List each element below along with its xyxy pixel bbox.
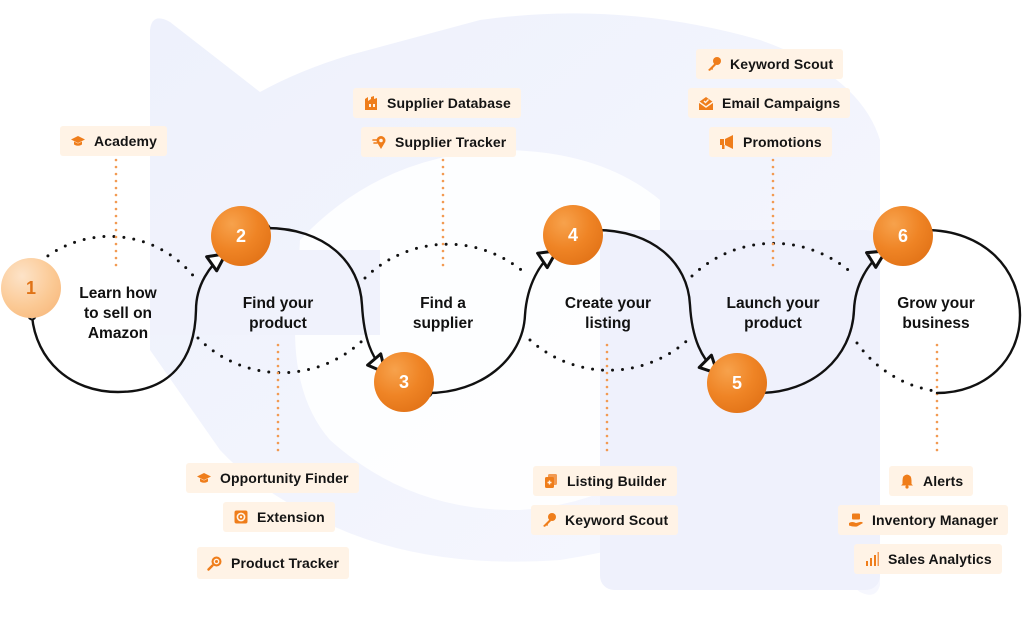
tool-label: Promotions — [743, 134, 822, 150]
tool-alerts[interactable]: Alerts — [889, 466, 974, 496]
tool-product-tracker[interactable]: Product Tracker — [197, 547, 350, 579]
step-6-number[interactable]: 6 — [873, 206, 933, 266]
title-line: Learn how — [79, 285, 157, 302]
tool-label: Keyword Scout — [565, 512, 669, 528]
bar-chart-icon — [864, 551, 880, 567]
key-icon — [706, 56, 722, 72]
tool-label: Inventory Manager — [872, 512, 999, 528]
title-line: Create your — [564, 295, 652, 312]
tool-label: Alerts — [923, 473, 964, 489]
step-number-text: 4 — [567, 224, 578, 245]
title-line: Find your — [242, 295, 314, 312]
step-3-number[interactable]: 3 — [374, 352, 434, 412]
title-line: Amazon — [87, 325, 149, 342]
step-6-title: Grow your business — [861, 294, 1011, 334]
tool-label: Supplier Tracker — [395, 134, 507, 150]
key-icon — [541, 512, 557, 528]
tool-label: Listing Builder — [567, 473, 667, 489]
factory-icon — [363, 95, 379, 111]
tool-label: Product Tracker — [231, 555, 340, 571]
envelope-icon — [698, 95, 714, 111]
title-line: product — [744, 315, 802, 332]
tool-keyword-scout-top[interactable]: Keyword Scout — [696, 49, 844, 79]
tool-supplier-database[interactable]: Supplier Database — [353, 88, 521, 118]
title-line: supplier — [412, 315, 474, 332]
step-1-number[interactable]: 1 — [1, 258, 61, 318]
step-number-text: 2 — [235, 225, 246, 246]
flow-path-3-4 — [426, 249, 559, 395]
tool-email-campaigns[interactable]: Email Campaigns — [688, 88, 851, 118]
step-4-title: Create your listing — [533, 294, 683, 334]
step-5-number[interactable]: 5 — [707, 353, 767, 413]
extension-icon — [233, 509, 249, 525]
title-line: product — [249, 315, 307, 332]
tool-inventory-manager[interactable]: Inventory Manager — [838, 505, 1009, 535]
step-1-title: Learn how to sell on Amazon — [43, 284, 193, 344]
tool-label: Sales Analytics — [888, 551, 992, 567]
tool-label: Supplier Database — [387, 95, 511, 111]
step-4-number[interactable]: 4 — [543, 205, 603, 265]
dotted-arc-1-top — [38, 234, 197, 280]
tool-keyword-scout-bottom[interactable]: Keyword Scout — [531, 505, 679, 535]
step-number-text: 1 — [25, 277, 36, 298]
tool-label: Email Campaigns — [722, 95, 841, 111]
step-2-title: Find your product — [203, 294, 353, 334]
tool-label: Keyword Scout — [730, 56, 834, 72]
tool-promotions[interactable]: Promotions — [709, 127, 832, 157]
megaphone-icon — [719, 134, 735, 150]
tool-label: Academy — [94, 133, 157, 149]
dotted-arc-2-bottom — [196, 333, 370, 375]
dotted-arc-4-bottom — [528, 334, 694, 372]
flow-path-2-3 — [264, 226, 387, 375]
title-line: Launch your — [726, 295, 820, 312]
step-number-text: 6 — [897, 225, 908, 246]
flow-path-5-6 — [757, 249, 888, 395]
step-2-number[interactable]: 2 — [211, 206, 271, 266]
title-line: Grow your — [897, 295, 975, 312]
tool-opportunity-finder[interactable]: Opportunity Finder — [186, 463, 359, 493]
location-tracker-icon — [371, 134, 387, 150]
box-hand-icon — [848, 512, 864, 528]
bell-icon — [899, 473, 915, 489]
step-number-text: 5 — [731, 372, 742, 393]
flow-path-6-loop — [923, 228, 1022, 395]
flow-path-4-5 — [594, 228, 720, 376]
title-line: Find a — [420, 295, 466, 312]
dotted-arc-5-top — [690, 241, 857, 278]
tool-label: Extension — [257, 509, 325, 525]
tool-academy[interactable]: Academy — [60, 126, 167, 156]
document-plus-icon — [543, 473, 559, 489]
title-line: business — [902, 315, 970, 332]
tool-extension[interactable]: Extension — [223, 502, 335, 532]
step-number-text: 3 — [398, 371, 409, 392]
tool-label: Opportunity Finder — [220, 470, 349, 486]
title-line: to sell on — [83, 305, 153, 322]
tool-listing-builder[interactable]: Listing Builder — [533, 466, 677, 496]
graduation-cap-icon — [196, 470, 212, 486]
step-3-title: Find a supplier — [368, 294, 518, 334]
title-line: listing — [585, 315, 631, 332]
magnifier-icon — [207, 555, 223, 571]
dotted-arc-3-top — [363, 242, 528, 280]
dotted-arc-6-bottom — [855, 341, 937, 393]
flow-path-1-2 — [30, 252, 228, 394]
background-band-left — [150, 250, 380, 335]
tool-supplier-tracker[interactable]: Supplier Tracker — [361, 127, 517, 157]
graduation-cap-icon — [70, 133, 86, 149]
tool-sales-analytics[interactable]: Sales Analytics — [854, 544, 1002, 574]
step-5-title: Launch your product — [698, 294, 848, 334]
